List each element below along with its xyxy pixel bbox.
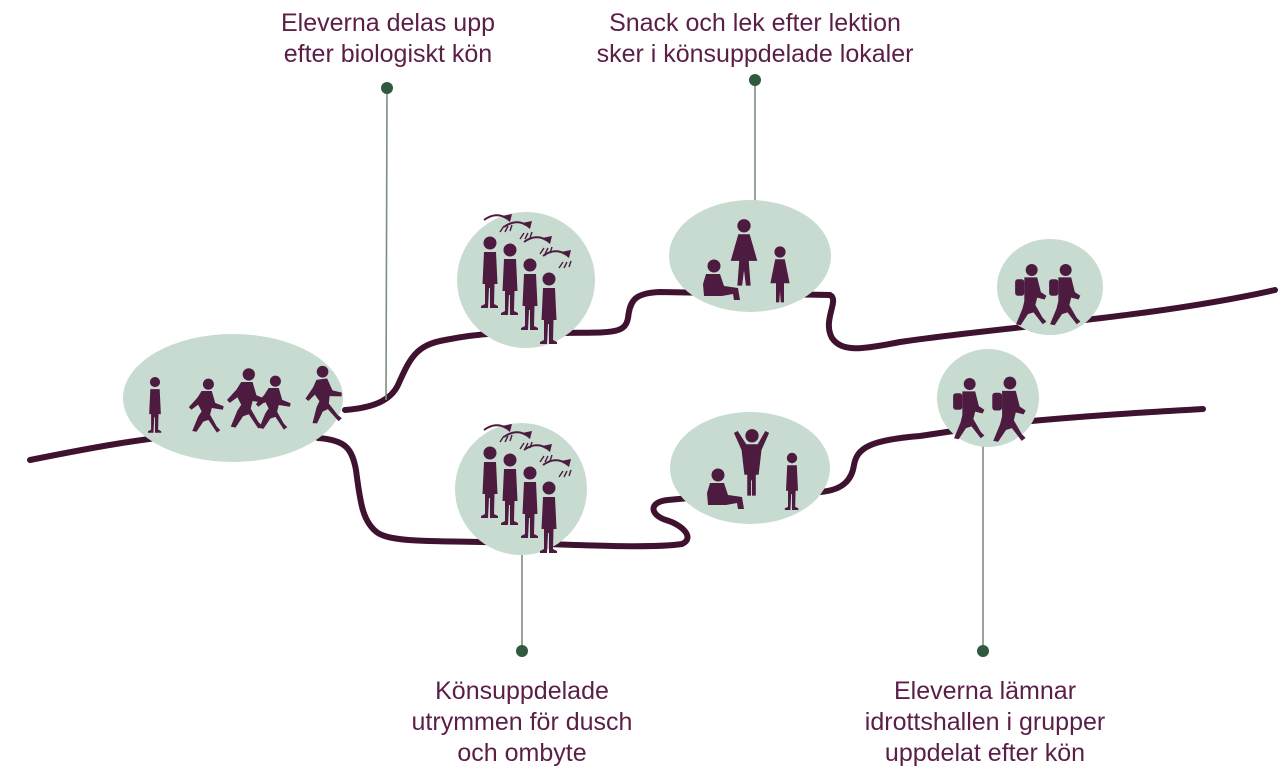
bubble-lower-leaving <box>937 349 1039 447</box>
callout-snack-and-play: Snack och lek efter lektion sker i könsu… <box>530 8 980 70</box>
callout-split-by-sex: Eleverna delas upp efter biologiskt kön <box>238 8 538 70</box>
boys-hanging-out-icon <box>707 429 799 510</box>
girls-hanging-out-icon <box>703 219 790 303</box>
callout-shower-and-changing: Könsuppdelade utrymmen för dusch och omb… <box>372 676 672 769</box>
callout-dot <box>977 645 989 657</box>
callout-dot <box>749 74 761 86</box>
callout-line: utrymmen för dusch <box>411 708 633 736</box>
callout-dot <box>381 82 393 94</box>
callout-connectors <box>381 74 989 657</box>
callout-line: efter biologiskt kön <box>283 40 493 68</box>
lower-path <box>315 406 1206 550</box>
callout-line: uppdelat efter kön <box>884 739 1086 767</box>
callout-line: Eleverna delas upp <box>280 9 496 37</box>
callout-line: idrottshallen i grupper <box>864 708 1106 736</box>
callout-line: sker i könsuppdelade lokaler <box>596 40 914 68</box>
callout-line: Eleverna lämnar <box>893 677 1077 705</box>
callout-dot <box>516 645 528 657</box>
bubbles <box>123 200 1103 555</box>
callout-leaving-gym: Eleverna lämnar idrottshallen i grupper … <box>830 676 1140 769</box>
callout-line: och ombyte <box>457 739 587 767</box>
bubble-lower-showers <box>455 423 587 555</box>
upper-path <box>342 287 1278 413</box>
callout-line: Snack och lek efter lektion <box>609 9 901 37</box>
callout-line: Könsuppdelade <box>435 677 609 705</box>
